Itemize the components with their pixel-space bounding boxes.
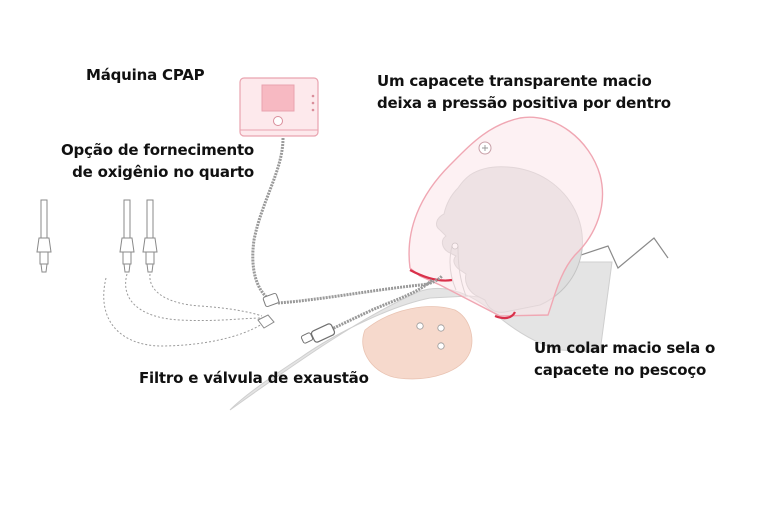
lung-markers [416, 322, 445, 350]
bed-outline [559, 237, 669, 269]
lungs [362, 306, 473, 380]
exhaust-tube [329, 278, 434, 332]
label-collar: Um colar macio sela o capacete no pescoç… [534, 337, 715, 381]
label-collar-line-2: capacete no pescoço [534, 361, 707, 379]
label-filter-valve: Filtro e válvula de exaustão [139, 369, 369, 387]
label-helmet-line-1: Um capacete transparente macio [377, 72, 652, 90]
optional-oxygen-tubing [103, 273, 263, 347]
cpap-knob [273, 116, 283, 126]
cpap-machine [239, 77, 319, 137]
label-collar-line-1: Um colar macio sela o [534, 339, 716, 357]
filter-valve [300, 323, 336, 344]
oxygen-connector-1 [36, 199, 52, 273]
cpap-hose [251, 137, 285, 302]
neck-collar [409, 269, 516, 320]
label-oxygen-line-1: Opção de fornecimento [61, 141, 255, 159]
oxygen-inlet [257, 314, 275, 329]
label-cpap-machine: Máquina CPAP [86, 66, 205, 84]
cpap-screen [261, 84, 295, 112]
helmet [408, 116, 604, 317]
oxygen-connector-2 [119, 199, 135, 273]
label-oxygen-line-2: de oxigênio no quarto [72, 163, 255, 181]
inflow-tube [277, 274, 444, 305]
label-helmet-line-2: deixa a pressão positiva por dentro [377, 94, 671, 112]
label-oxygen: Opção de fornecimento de oxigênio no qua… [61, 139, 254, 183]
oxygen-connector-3 [142, 199, 158, 273]
label-helmet: Um capacete transparente macio deixa a p… [377, 70, 671, 114]
hose-connector [262, 292, 280, 308]
